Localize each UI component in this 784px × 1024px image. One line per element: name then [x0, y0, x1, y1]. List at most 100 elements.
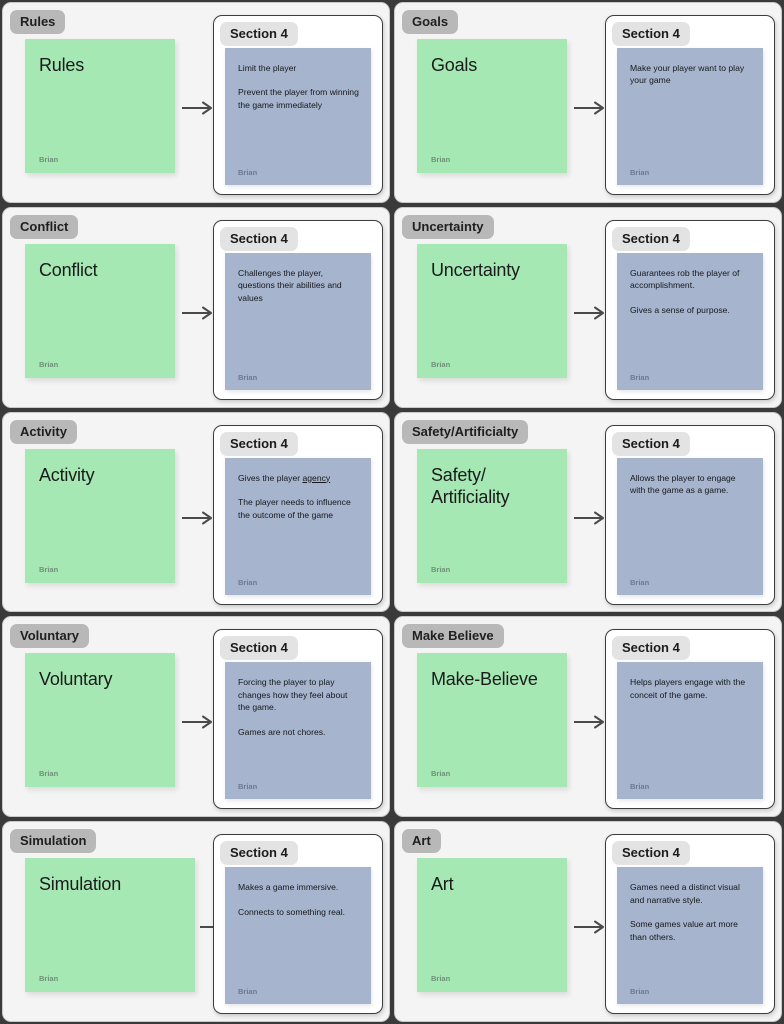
green-note-title: Voluntary	[39, 669, 113, 690]
arrow-right-icon	[181, 715, 215, 729]
cell-header-pill[interactable]: Simulation	[10, 829, 97, 854]
green-note-author: Brian	[39, 359, 59, 369]
arrow-right-icon	[573, 306, 607, 320]
section-pill[interactable]: Section 4	[220, 636, 298, 661]
blue-sticky-note[interactable]: Makes a game immersive.Connects to somet…	[225, 867, 371, 1005]
blue-note-paragraph: Makes a game immersive.	[238, 882, 339, 893]
arrow-right-icon	[573, 101, 607, 115]
blue-sticky-note[interactable]: Games need a distinct visual and narrati…	[617, 867, 763, 1005]
blue-note-paragraph: Gives a sense of purpose.	[630, 304, 730, 315]
blue-note-author: Brian	[630, 987, 650, 997]
blue-note-author: Brian	[630, 577, 650, 587]
blue-sticky-note[interactable]: Challenges the player, questions their a…	[225, 252, 371, 390]
green-note-title: Make-Believe	[431, 669, 538, 690]
blue-note-paragraph: Forcing the player to play changes how t…	[238, 677, 348, 713]
green-note-author: Brian	[431, 769, 451, 779]
blue-sticky-note[interactable]: Allows the player to engage with the gam…	[617, 457, 763, 595]
arrow-right-icon	[181, 306, 215, 320]
section-pill[interactable]: Section 4	[220, 431, 298, 456]
blue-note-body: Games need a distinct visual and narrati…	[630, 881, 751, 943]
blue-sticky-note[interactable]: Forcing the player to play changes how t…	[225, 662, 371, 800]
blue-note-author: Brian	[238, 168, 258, 177]
blue-note-body: Forcing the player to play changes how t…	[238, 676, 359, 738]
section-pill[interactable]: Section 4	[612, 841, 690, 866]
green-note-title: Conflict	[39, 259, 98, 280]
cell-header-pill[interactable]: Goals	[402, 10, 459, 34]
section-pill[interactable]: Section 4	[612, 226, 690, 251]
cell-header-pill[interactable]: Art	[402, 829, 441, 854]
cell-header-pill[interactable]: Rules	[10, 10, 66, 34]
blue-note-paragraph: Gives the player agency	[238, 472, 331, 483]
blue-note-paragraph: Allows the player to engage with the gam…	[630, 472, 736, 496]
green-note-author: Brian	[39, 974, 59, 984]
section-pill[interactable]: Section 4	[220, 841, 298, 866]
blue-note-paragraph: Some games value art more than others.	[630, 919, 738, 942]
cell-header-pill[interactable]: Activity	[10, 419, 77, 444]
blue-note-paragraph: Prevent the player from winning the game…	[238, 87, 359, 110]
blue-note-body: Allows the player to engage with the gam…	[630, 472, 751, 497]
green-note-title: Activity	[39, 464, 95, 485]
blue-note-paragraph: The player needs to influence the outcom…	[238, 497, 351, 520]
section-card[interactable]: Section 4 Forcing the player to play chan…	[213, 629, 383, 810]
cell-header-pill[interactable]: Safety/Artificialty	[402, 419, 529, 444]
cell-header-pill[interactable]: Uncertainty	[402, 214, 494, 239]
section-card[interactable]: Section 4 Challenges the player, question…	[213, 219, 383, 400]
green-note-author: Brian	[431, 359, 451, 369]
green-note-author: Brian	[39, 769, 59, 779]
section-pill[interactable]: Section 4	[612, 431, 690, 456]
blue-note-author: Brian	[630, 168, 650, 177]
cell-header-pill[interactable]: Conflict	[10, 214, 79, 239]
section-pill[interactable]: Section 4	[612, 22, 690, 46]
section-pill[interactable]: Section 4	[220, 22, 298, 46]
section-card[interactable]: Section 4 Games need a distinct visual an…	[605, 834, 775, 1015]
cell-header-pill[interactable]: Make Believe	[402, 624, 504, 649]
blue-sticky-note[interactable]: Helps players engage with the conceit of…	[617, 662, 763, 800]
blue-note-author: Brian	[238, 782, 258, 792]
green-note-title: Goals	[431, 55, 478, 75]
arrow-right-icon	[573, 920, 607, 934]
section-card[interactable]: Section 4 Allows the player to engage wit…	[605, 424, 775, 605]
arrow-right-icon	[181, 101, 215, 115]
blue-note-body: Challenges the player, questions their a…	[238, 267, 359, 304]
green-note-author: Brian	[39, 155, 59, 164]
cell-header-pill[interactable]: Voluntary	[10, 624, 89, 649]
blue-note-paragraph: Challenges the player, questions their a…	[238, 267, 342, 303]
section-pill[interactable]: Section 4	[220, 226, 298, 251]
blue-note-author: Brian	[238, 577, 258, 587]
blue-note-author: Brian	[630, 372, 650, 382]
blue-note-author: Brian	[238, 372, 258, 382]
green-note-author: Brian	[431, 564, 451, 574]
blue-sticky-note[interactable]: Guarantees rob the player of accomplishm…	[617, 252, 763, 390]
section-pill[interactable]: Section 4	[612, 636, 690, 661]
